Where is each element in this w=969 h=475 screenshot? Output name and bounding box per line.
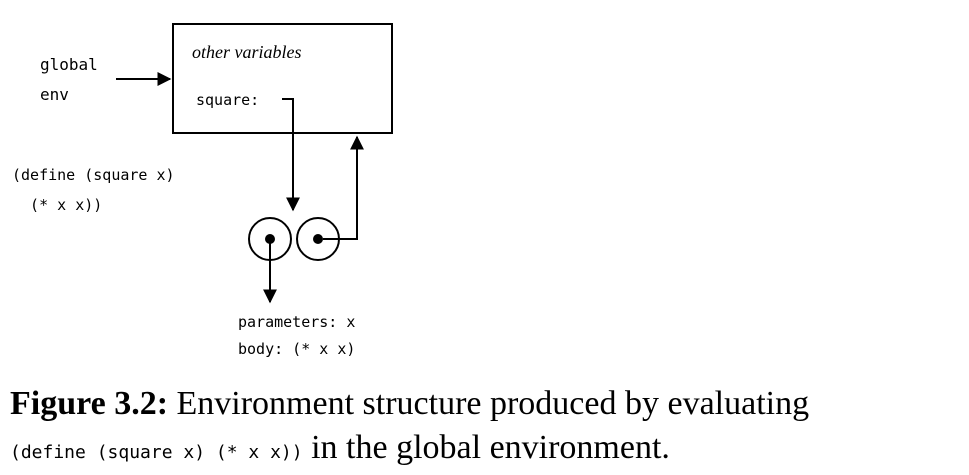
square-binding-label: square: — [196, 91, 259, 109]
other-variables-label: other variables — [192, 42, 302, 62]
global-frame — [172, 23, 393, 134]
caption-code: (define (square x) (* x x)) — [10, 442, 303, 463]
caption-text-after: in the global environment. — [311, 429, 670, 466]
figure-caption: Figure 3.2: Environment structure produc… — [10, 382, 960, 475]
env-pointer-arrow — [323, 135, 364, 240]
define-code-line2: (* x x)) — [12, 196, 102, 214]
define-code-line1: (define (square x) — [12, 166, 175, 184]
caption-text-before: Environment structure produced by evalua… — [176, 385, 810, 422]
parameters-text: parameters: x — [238, 313, 355, 331]
figure-label: Figure 3.2: — [10, 385, 169, 422]
global-env-label-line1: global — [40, 55, 98, 74]
body-text: body: (* x x) — [238, 340, 355, 358]
global-env-label-line2: env — [40, 85, 69, 104]
binding-arrow — [282, 98, 300, 212]
procedure-env-dot — [313, 234, 323, 244]
